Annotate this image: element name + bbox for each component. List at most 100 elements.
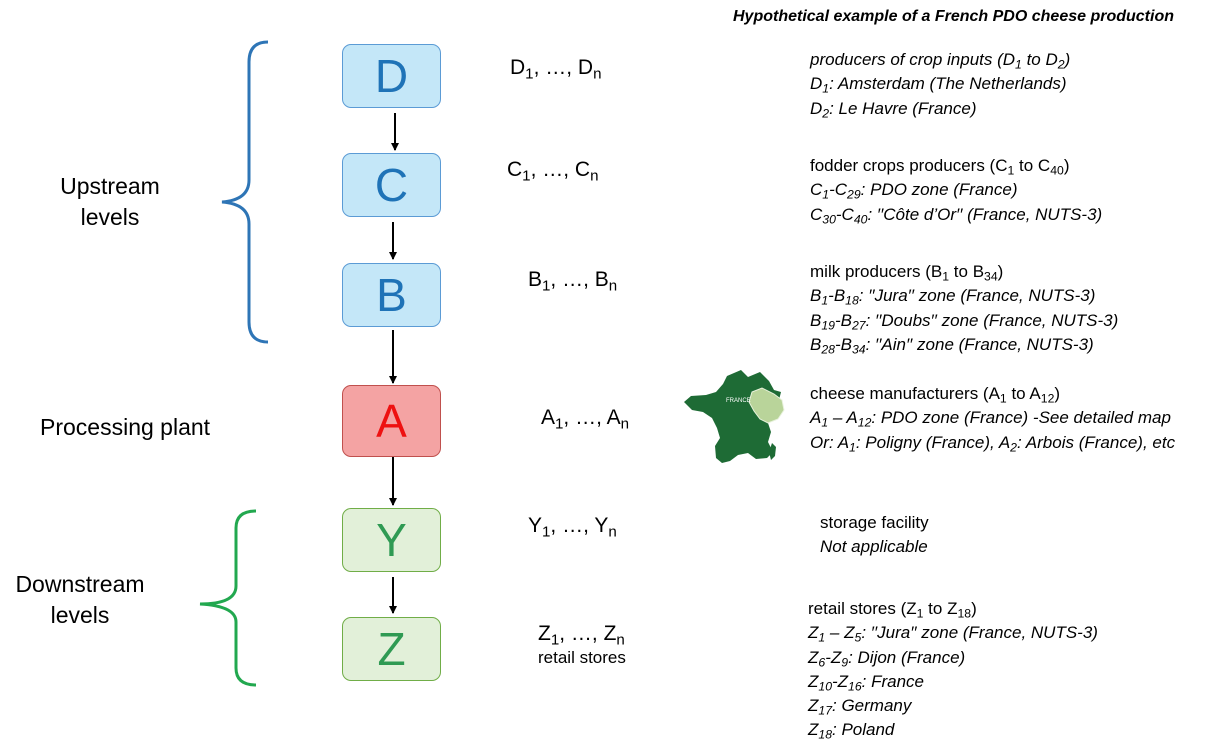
level-box-a: A (342, 385, 441, 457)
description-subscript: 17 (818, 703, 832, 718)
series-z-sub-last: n (616, 631, 625, 649)
description-subscript: 34 (851, 342, 866, 357)
series-y-sub-last: n (608, 523, 617, 541)
description-text: Z (808, 671, 819, 691)
description-subscript: 1 (916, 606, 924, 621)
description-line: Z1 – Z5: ′′Jura′′ zone (France, NUTS-3) (808, 621, 1098, 645)
description-subscript: 18 (845, 293, 859, 308)
description-text: to C (1014, 156, 1051, 175)
description-text: – A (828, 408, 858, 428)
description-text: ) (971, 599, 977, 618)
description-text: : ′′Jura′′ zone (France, NUTS-3) (861, 623, 1098, 643)
description-text: : ′′Côte d’Or′′ (France, NUTS-3) (867, 204, 1103, 224)
description-line: Z6-Z9: Dijon (France) (808, 646, 1098, 670)
series-d-middle: , …, D (533, 56, 594, 79)
series-d-sub-first: 1 (525, 65, 534, 83)
level-box-y: Y (342, 508, 441, 572)
description-text: C (810, 204, 823, 224)
description-subscript: 2 (1010, 440, 1017, 455)
description-text: Z (808, 720, 819, 740)
description-line: Z18: Poland (808, 718, 1098, 742)
upstream-brace (221, 40, 269, 344)
diagram-heading: Hypothetical example of a French PDO che… (733, 8, 1174, 25)
description-subscript: 19 (821, 318, 835, 333)
description-text: Z (808, 623, 819, 643)
description-subscript: 1 (1015, 57, 1022, 72)
series-y-middle: , …, Y (550, 514, 609, 537)
description-text: : Arbois (France), etc (1016, 432, 1176, 452)
series-c-base: C (507, 158, 523, 181)
description-b: milk producers (B1 to B34)B1-B18: ′′Jura… (810, 260, 1118, 357)
description-subscript: 30 (822, 212, 836, 227)
description-text: -C (835, 204, 854, 224)
description-line: retail stores (Z1 to Z18) (808, 597, 1098, 621)
france-map-pdo-zone (748, 387, 785, 424)
description-line: D1: Amsterdam (The Netherlands) (810, 72, 1070, 96)
description-subscript: 34 (984, 269, 998, 284)
upstream-levels-label: Upstream levels (40, 171, 180, 233)
series-label-a: A1, …, An (541, 406, 629, 432)
description-text: Z (808, 647, 819, 667)
series-a-base: A (541, 406, 556, 429)
downstream-brace (199, 509, 257, 687)
series-label-c: C1, …, Cn (507, 158, 599, 185)
series-d-sub-last: n (593, 65, 602, 83)
description-subscript: 1 (822, 187, 830, 202)
series-b-sub-first: 1 (542, 277, 551, 295)
level-box-z: Z (342, 617, 441, 681)
description-text: ) (1063, 156, 1070, 175)
description-subscript: 16 (848, 679, 862, 694)
series-label-y: Y1, …, Yn (528, 514, 617, 541)
description-subscript: 12 (857, 415, 872, 430)
description-text: -Z (825, 647, 842, 667)
description-subscript: 1 (822, 81, 830, 96)
description-text: retail stores (Z (808, 599, 917, 618)
series-z-middle: , …, Z (559, 622, 617, 645)
description-subscript: 5 (854, 630, 862, 645)
series-c-sub-last: n (590, 167, 599, 185)
description-subscript: 9 (841, 655, 849, 670)
description-text: : ′′Jura′′ zone (France, NUTS-3) (858, 286, 1096, 306)
description-line: Z10-Z16: France (808, 670, 1098, 694)
description-subscript: 1 (849, 440, 856, 455)
description-text: : Dijon (France) (848, 647, 966, 667)
description-line: D2: Le Havre (France) (810, 97, 1070, 121)
description-subscript: 12 (1040, 391, 1055, 406)
retail-stores-caption: retail stores (538, 648, 626, 667)
france-map-country-label: FRANCE (726, 398, 751, 404)
series-label-z: Z1, …, Zn retail stores (538, 622, 626, 668)
description-line: Or: A1: Poligny (France), A2: Arbois (Fr… (810, 431, 1175, 455)
description-text: – Z (825, 623, 855, 643)
series-y-base: Y (528, 514, 543, 537)
level-box-c: C (342, 153, 441, 217)
description-line: C1-C29: PDO zone (France) (810, 178, 1102, 202)
series-a-middle: , …, A (563, 406, 621, 429)
description-text: -B (834, 334, 852, 354)
description-text: A (810, 408, 822, 428)
series-z-sub-first: 1 (550, 631, 560, 649)
series-z-base: Z (538, 622, 551, 645)
description-subscript: 2 (1057, 57, 1065, 72)
description-text: : ′′Ain′′ zone (France, NUTS-3) (865, 334, 1094, 354)
series-c-sub-first: 1 (522, 167, 531, 185)
description-subscript: 1 (818, 630, 826, 645)
description-subscript: 18 (957, 606, 972, 621)
description-text: Z (808, 696, 819, 716)
upstream-levels-text: Upstream levels (60, 173, 160, 230)
series-c-middle: , …, C (530, 158, 591, 181)
description-text: : Le Havre (France) (829, 98, 977, 118)
series-b-sub-last: n (608, 277, 618, 295)
series-y-sub-first: 1 (542, 523, 551, 541)
description-c: fodder crops producers (C1 to C40)C1-C29… (810, 154, 1102, 227)
description-d: producers of crop inputs (D1 to D2)D1: A… (810, 48, 1070, 121)
france-map-corsica-shape (769, 443, 776, 460)
description-text: to Z (923, 599, 958, 618)
processing-plant-label: Processing plant (40, 414, 211, 440)
description-text: Or: A (810, 432, 850, 452)
series-d-base: D (510, 56, 526, 79)
description-subscript: 1 (821, 415, 829, 430)
description-line: C30-C40: ′′Côte d’Or′′ (France, NUTS-3) (810, 203, 1102, 227)
description-subscript: 1 (942, 269, 950, 284)
description-text: -B (828, 286, 846, 306)
level-box-b: B (342, 263, 441, 327)
